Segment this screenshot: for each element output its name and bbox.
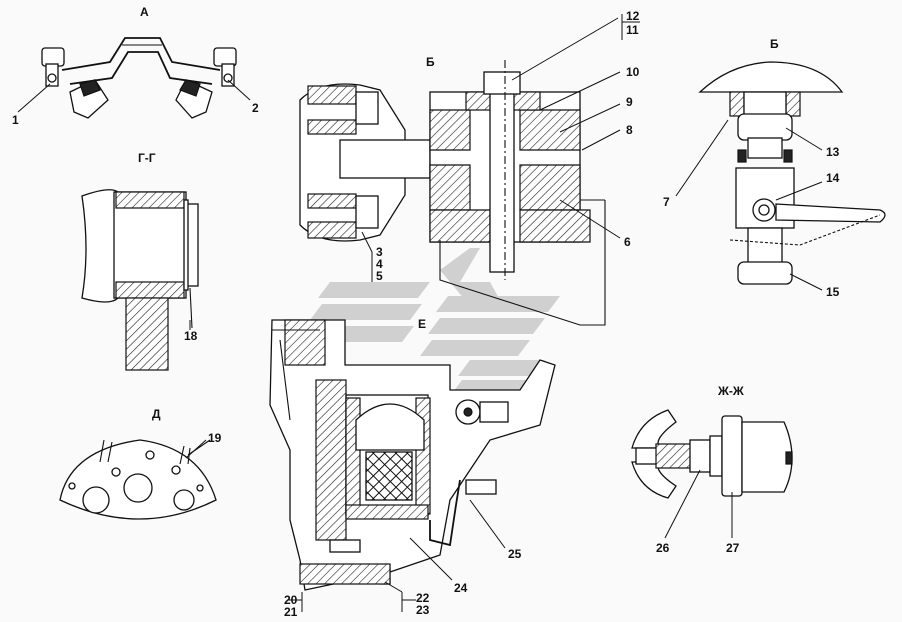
callout-3: 3	[376, 245, 383, 259]
callout-15: 15	[826, 285, 840, 299]
view-b-assembly	[299, 60, 606, 326]
section-title-e: Е	[418, 317, 426, 331]
callout-22: 22	[416, 591, 430, 605]
callout-20: 20	[284, 593, 298, 607]
leader-lines	[17, 14, 823, 612]
callout-8: 8	[626, 123, 633, 137]
callout-24: 24	[454, 581, 468, 595]
callout-26: 26	[656, 541, 670, 555]
callout-4: 4	[376, 257, 383, 271]
section-title-a: А	[140, 5, 149, 19]
view-e-pump	[269, 319, 556, 591]
callout-10: 10	[626, 65, 640, 79]
callout-2: 2	[252, 101, 259, 115]
callout-13: 13	[826, 145, 840, 159]
callout-9: 9	[626, 95, 633, 109]
callout-6: 6	[624, 235, 631, 249]
callout-19: 19	[208, 431, 222, 445]
section-title-d: Д	[152, 407, 161, 421]
callout-27: 27	[726, 541, 740, 555]
section-title-b-main: Б	[426, 55, 435, 69]
callout-1: 1	[12, 113, 19, 127]
callout-12: 12	[626, 9, 640, 23]
view-b-right-valve	[698, 61, 886, 285]
callout-7: 7	[663, 195, 670, 209]
callout-14: 14	[826, 171, 840, 185]
callout-11: 11	[626, 23, 639, 37]
callout-25: 25	[508, 547, 522, 561]
callout-21: 21	[284, 605, 298, 619]
callout-5: 5	[376, 269, 383, 283]
view-d-plate	[59, 439, 217, 520]
view-zhzh-filter	[631, 409, 793, 499]
callout-23: 23	[416, 603, 430, 617]
section-title-zhzh: Ж-Ж	[717, 384, 744, 398]
section-title-gg: Г-Г	[138, 151, 156, 165]
view-gg-detail	[81, 189, 199, 371]
section-title-b-right: Б	[770, 37, 779, 51]
callout-18: 18	[184, 329, 198, 343]
view-a-bracket	[41, 37, 237, 119]
